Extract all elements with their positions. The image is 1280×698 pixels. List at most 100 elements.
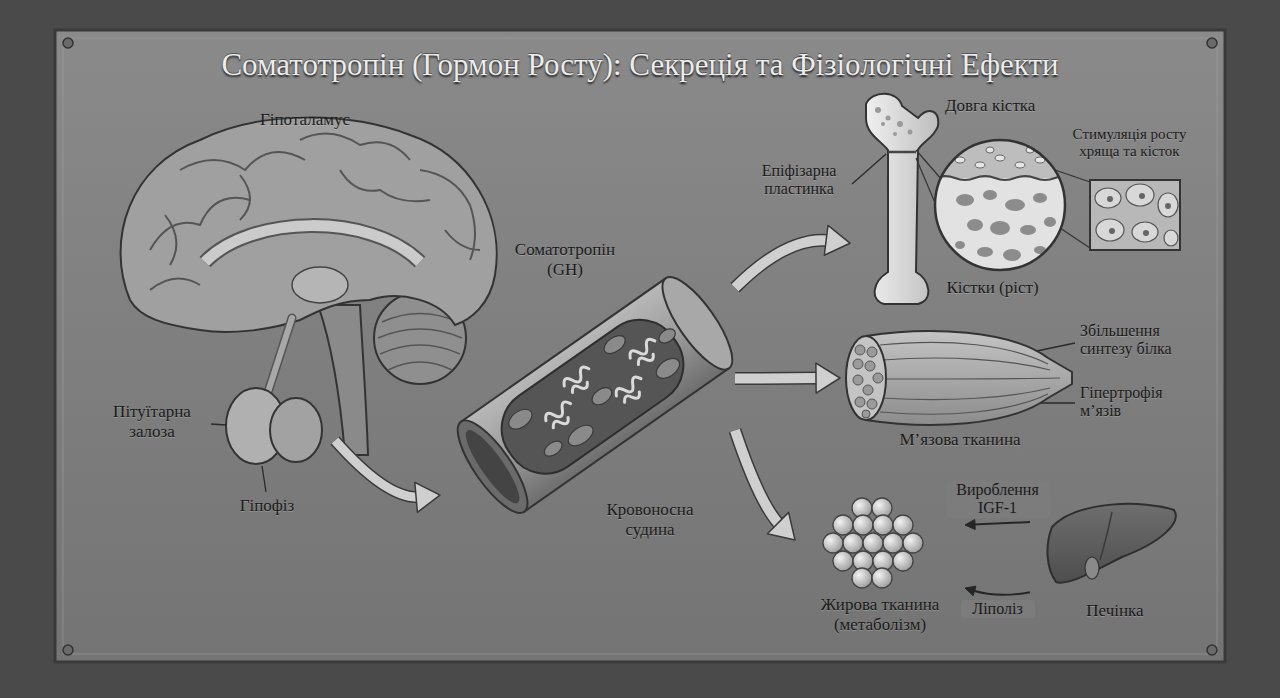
organ-label: Пітуїтарна залоза bbox=[96, 402, 208, 441]
arrow-outline bbox=[735, 430, 781, 525]
bone-zoom-circle bbox=[977, 247, 993, 257]
muscle-illustration bbox=[880, 342, 1048, 364]
arrow-head bbox=[965, 586, 976, 596]
femur-illustration bbox=[875, 107, 913, 136]
brain-illustration bbox=[240, 175, 250, 220]
blood-vessel-illustration bbox=[486, 304, 699, 489]
arrow-head bbox=[767, 512, 795, 540]
liver-illustration bbox=[1085, 557, 1099, 579]
muscle-illustration bbox=[863, 385, 873, 395]
annotation-label: Стимуляція росту хряща та кісток bbox=[1062, 126, 1197, 161]
brain-illustration bbox=[380, 345, 460, 354]
bone-zoom-circle bbox=[967, 219, 983, 231]
pituitary-illustration bbox=[268, 318, 292, 392]
blood-vessel-illustration bbox=[570, 379, 589, 396]
arrow-line bbox=[974, 522, 1031, 525]
screw bbox=[63, 645, 73, 655]
bone-zoom-circle bbox=[975, 162, 985, 168]
cell-inset bbox=[1107, 193, 1171, 236]
liver-illustration bbox=[1047, 504, 1175, 583]
muscle-illustration bbox=[867, 399, 877, 409]
arrow-line bbox=[735, 430, 781, 525]
organ-label: Жирова тканина (метаболізм) bbox=[800, 595, 960, 634]
femur-illustration bbox=[886, 116, 891, 121]
bone-zoom-circle bbox=[935, 140, 1090, 273]
fat-cells-illustration bbox=[843, 533, 863, 553]
arrow-line bbox=[735, 240, 830, 288]
cell-inset bbox=[1126, 184, 1154, 206]
bone-zoom-circle bbox=[935, 178, 1065, 273]
blood-vessel-illustration bbox=[446, 411, 539, 522]
blood-vessel-illustration bbox=[653, 354, 683, 382]
blood-vessel-illustration bbox=[533, 325, 676, 449]
brain-illustration bbox=[150, 279, 200, 290]
cell-inset bbox=[1143, 230, 1149, 236]
arrow-outline bbox=[735, 372, 820, 386]
bone-zoom-circle bbox=[1005, 199, 1025, 211]
muscle-illustration bbox=[855, 345, 865, 355]
femur-illustration bbox=[908, 130, 913, 135]
liver-illustration bbox=[1100, 512, 1112, 560]
organ-label: Гіпофіз bbox=[222, 496, 312, 516]
blood-vessel-illustration bbox=[551, 414, 570, 431]
blood-vessel-illustration bbox=[601, 332, 629, 357]
organ-label: Соматотропін (GH) bbox=[500, 240, 630, 279]
flow-arrow bbox=[965, 520, 1030, 530]
blood-vessel-illustration bbox=[502, 306, 698, 472]
blood-vessel-illustration bbox=[622, 389, 641, 406]
flow-arrow bbox=[735, 430, 795, 540]
bone-zoom-circle bbox=[990, 221, 1010, 235]
brain-illustration bbox=[378, 314, 462, 371]
muscle-illustration bbox=[882, 378, 1060, 379]
flow-arrow bbox=[965, 586, 1030, 596]
femur-illustration bbox=[866, 94, 938, 304]
cell-inset bbox=[1165, 203, 1171, 209]
pituitary-illustration bbox=[270, 398, 322, 462]
bone-zoom-circle bbox=[983, 190, 997, 200]
leader-line bbox=[211, 424, 226, 425]
fat-cells-illustration bbox=[883, 533, 903, 553]
leader-line bbox=[1032, 343, 1075, 352]
brain-illustration bbox=[318, 305, 368, 455]
brain-illustration bbox=[388, 362, 452, 370]
muscle-illustration bbox=[855, 397, 865, 407]
screw bbox=[1207, 38, 1217, 48]
bone-zoom-circle bbox=[986, 147, 994, 153]
plaque bbox=[55, 30, 1225, 662]
cell-inset bbox=[1107, 196, 1113, 202]
arrow-outline bbox=[335, 441, 420, 498]
fat-cells-illustration bbox=[893, 515, 913, 535]
femur-illustration bbox=[893, 132, 897, 136]
brain-illustration bbox=[300, 134, 410, 160]
muscle-illustration bbox=[853, 345, 883, 418]
muscle-illustration bbox=[862, 410, 870, 418]
femur-illustration bbox=[916, 150, 942, 180]
bone-zoom-circle bbox=[1003, 249, 1021, 261]
annotation-label: Збільшення синтезу білка bbox=[1080, 322, 1195, 359]
plaque bbox=[55, 30, 1225, 662]
organ-node: Пітуїтарна залозаГіпофіз bbox=[92, 392, 335, 527]
organ-node: Жирова тканина (метаболізм) bbox=[795, 495, 965, 645]
cell-inset bbox=[1109, 228, 1115, 234]
blood-vessel-illustration bbox=[656, 326, 678, 346]
organ-label: Гіпоталамус bbox=[240, 110, 370, 130]
brain-illustration bbox=[445, 230, 480, 250]
brain-illustration bbox=[205, 226, 420, 262]
cell-inset bbox=[1164, 230, 1178, 246]
fat-cells-illustration bbox=[873, 515, 893, 535]
blood-vessel-illustration bbox=[651, 268, 744, 379]
bone-zoom-circle bbox=[956, 194, 974, 206]
bone-zoom-circle bbox=[935, 140, 1065, 270]
organ-label: Печінка bbox=[1065, 601, 1165, 621]
muscle-illustration bbox=[867, 347, 877, 357]
flow-arrow bbox=[335, 441, 440, 513]
fat-cells-illustration bbox=[903, 533, 923, 553]
cell-inset bbox=[1139, 193, 1145, 199]
bone-zoom-circle bbox=[1033, 193, 1047, 203]
fat-cells-illustration bbox=[863, 533, 883, 553]
fat-cells-illustration bbox=[872, 568, 892, 588]
bone-zoom-circle bbox=[1020, 225, 1036, 235]
organ-label: Кістки (ріст) bbox=[935, 278, 1050, 298]
muscle-illustration bbox=[853, 375, 863, 385]
